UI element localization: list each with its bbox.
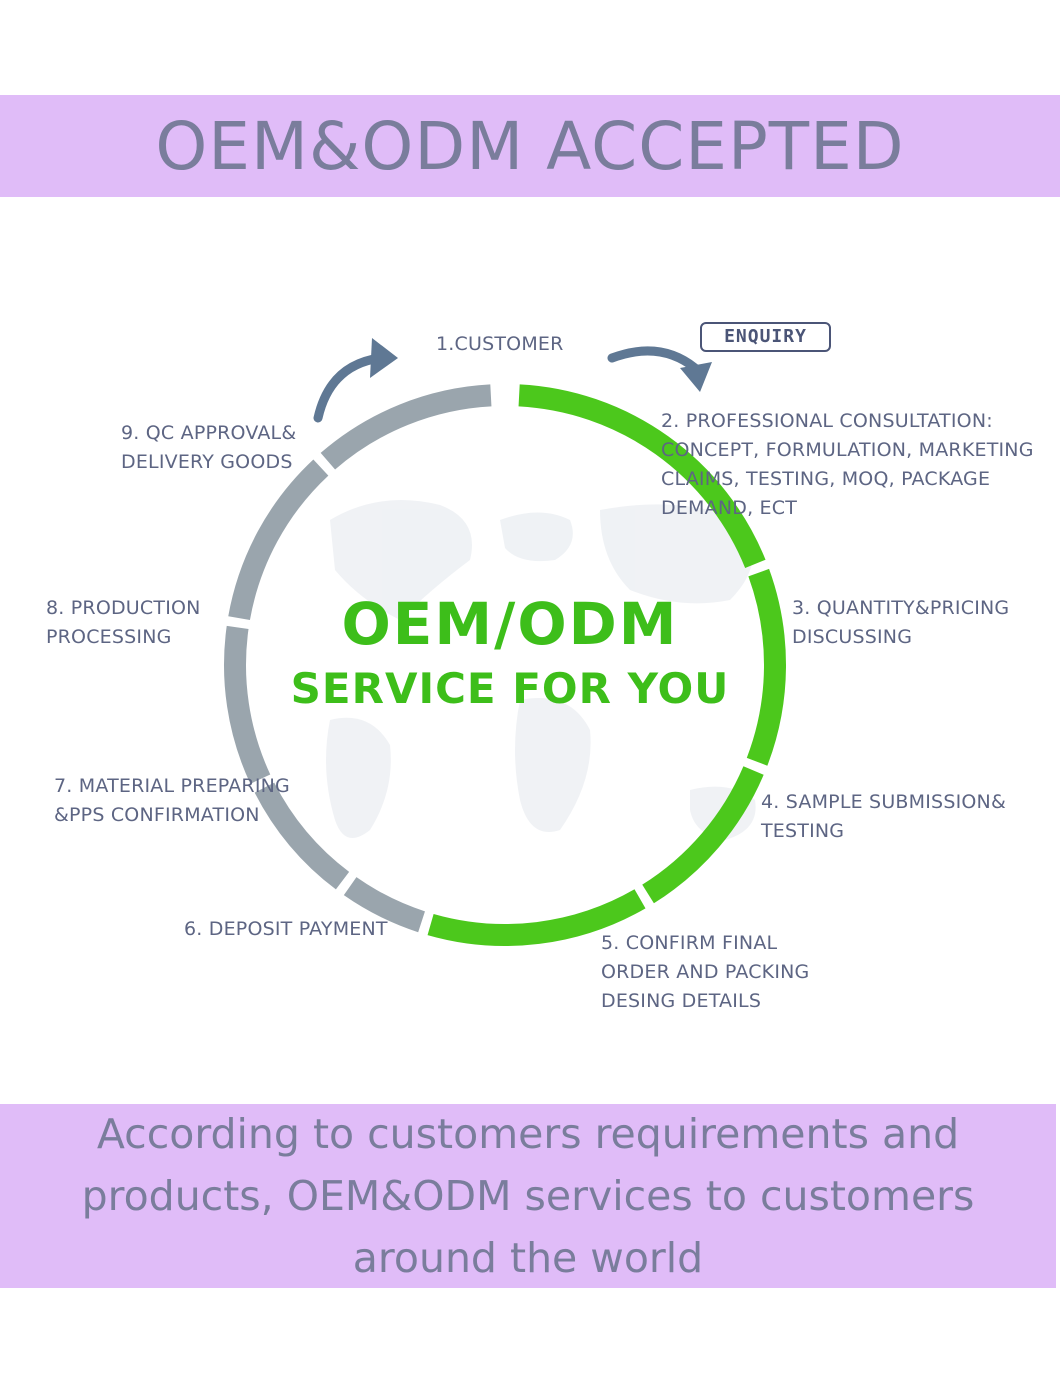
step-1-label: 1.CUSTOMER	[436, 333, 564, 355]
ring-segment-4	[427, 889, 646, 946]
arrow-left	[313, 338, 398, 423]
step-2-label: 2. PROFESSIONAL CONSULTATION: CONCEPT, F…	[661, 410, 1034, 519]
step-4-label: 4. SAMPLE SUBMISSION& TESTING	[761, 791, 1006, 842]
ring-segments	[224, 384, 786, 946]
map-asia	[600, 504, 753, 604]
ring-segment-1	[518, 384, 766, 568]
header-banner: OEM&ODM ACCEPTED	[0, 95, 1060, 197]
world-map-background	[326, 500, 756, 840]
ring-segment-9	[320, 384, 492, 470]
footer-caption: According to customers requirements and …	[81, 1110, 975, 1282]
step-5-label: 5. CONFIRM FINAL ORDER AND PACKING DESIN…	[601, 932, 810, 1012]
footer-banner: According to customers requirements and …	[0, 1104, 1056, 1288]
ring-segment-8	[228, 459, 329, 621]
center-title-line1: OEM/ODM	[341, 590, 679, 658]
ring-segment-3	[642, 766, 764, 904]
map-africa	[515, 698, 591, 832]
step-6-label: 6. DEPOSIT PAYMENT	[184, 918, 388, 940]
step-3-label: 3. QUANTITY&PRICING DISCUSSING	[792, 597, 1010, 648]
ring-segment-2	[746, 568, 786, 766]
map-south-america	[326, 717, 391, 838]
ring-segment-5	[343, 877, 426, 933]
arrow-right	[607, 346, 712, 392]
center-title-line2: SERVICE FOR YOU	[290, 664, 730, 713]
step-9-label: 9. QC APPROVAL& DELIVERY GOODS	[121, 422, 297, 473]
map-north-america	[330, 500, 472, 620]
ring-segment-7	[224, 625, 271, 784]
ring-segment-6	[254, 782, 350, 890]
enquiry-badge: ENQUIRY	[700, 322, 831, 352]
map-europe	[500, 512, 573, 562]
page-title: OEM&ODM ACCEPTED	[155, 107, 905, 185]
step-8-label: 8. PRODUCTION PROCESSING	[46, 597, 201, 648]
step-7-label: 7. MATERIAL PREPARING &PPS CONFIRMATION	[54, 775, 290, 826]
